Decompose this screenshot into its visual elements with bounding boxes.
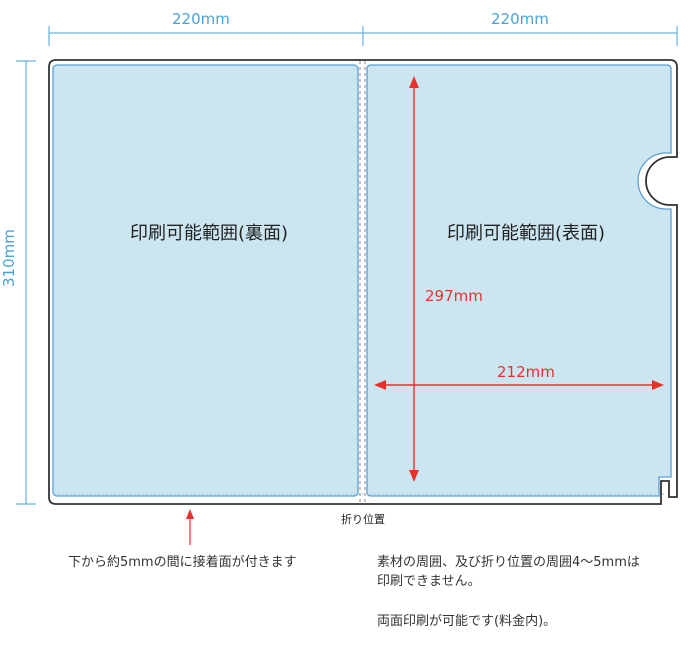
top-dimension-line [48,26,678,46]
adhesive-pointer-arrow [186,509,194,545]
print-area-front-title: 印刷可能範囲(表面) [446,223,606,244]
print-width-label: 212mm [497,363,555,381]
double-sided-note: 両面印刷が可能です(料金内)。 [377,614,557,629]
margin-note-line1: 素材の周囲、及び折り位置の周囲4～5mmは [377,555,640,570]
print-height-label: 297mm [425,287,483,305]
width-right-label: 220mm [491,10,549,28]
width-measure-arrow [374,380,664,390]
left-dimension-line [16,60,36,505]
height-total-label: 310mm [0,229,18,287]
margin-note-line2: 印刷できません。 [377,574,481,589]
print-area-front [366,64,672,497]
width-left-label: 220mm [172,10,230,28]
print-area-back-title: 印刷可能範囲(裏面) [129,223,289,244]
height-measure-arrow [409,76,419,482]
print-area-back [52,64,359,497]
fold-position-label: 折り位置 [341,513,385,526]
adhesive-note: 下から約5mmの間に接着面が付きます [68,555,297,570]
